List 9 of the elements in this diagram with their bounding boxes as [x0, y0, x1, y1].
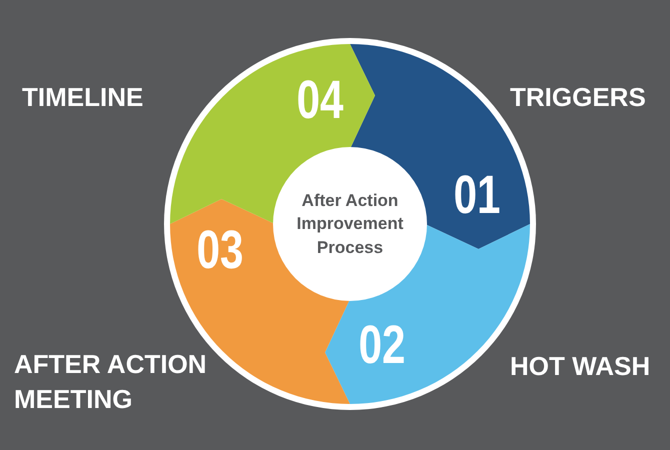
center-title: After Action Improvement Process — [296, 190, 404, 259]
step-number: 01 — [454, 168, 500, 222]
step-number: 02 — [358, 318, 406, 372]
step-number: 03 — [196, 223, 244, 277]
step-label: TRIGGERS — [510, 81, 646, 114]
step-label: TIMELINE — [22, 81, 144, 114]
step-number: 04 — [296, 73, 344, 127]
step-label: AFTER ACTION MEETING — [14, 348, 208, 416]
step-label: HOT WASH — [510, 350, 650, 383]
